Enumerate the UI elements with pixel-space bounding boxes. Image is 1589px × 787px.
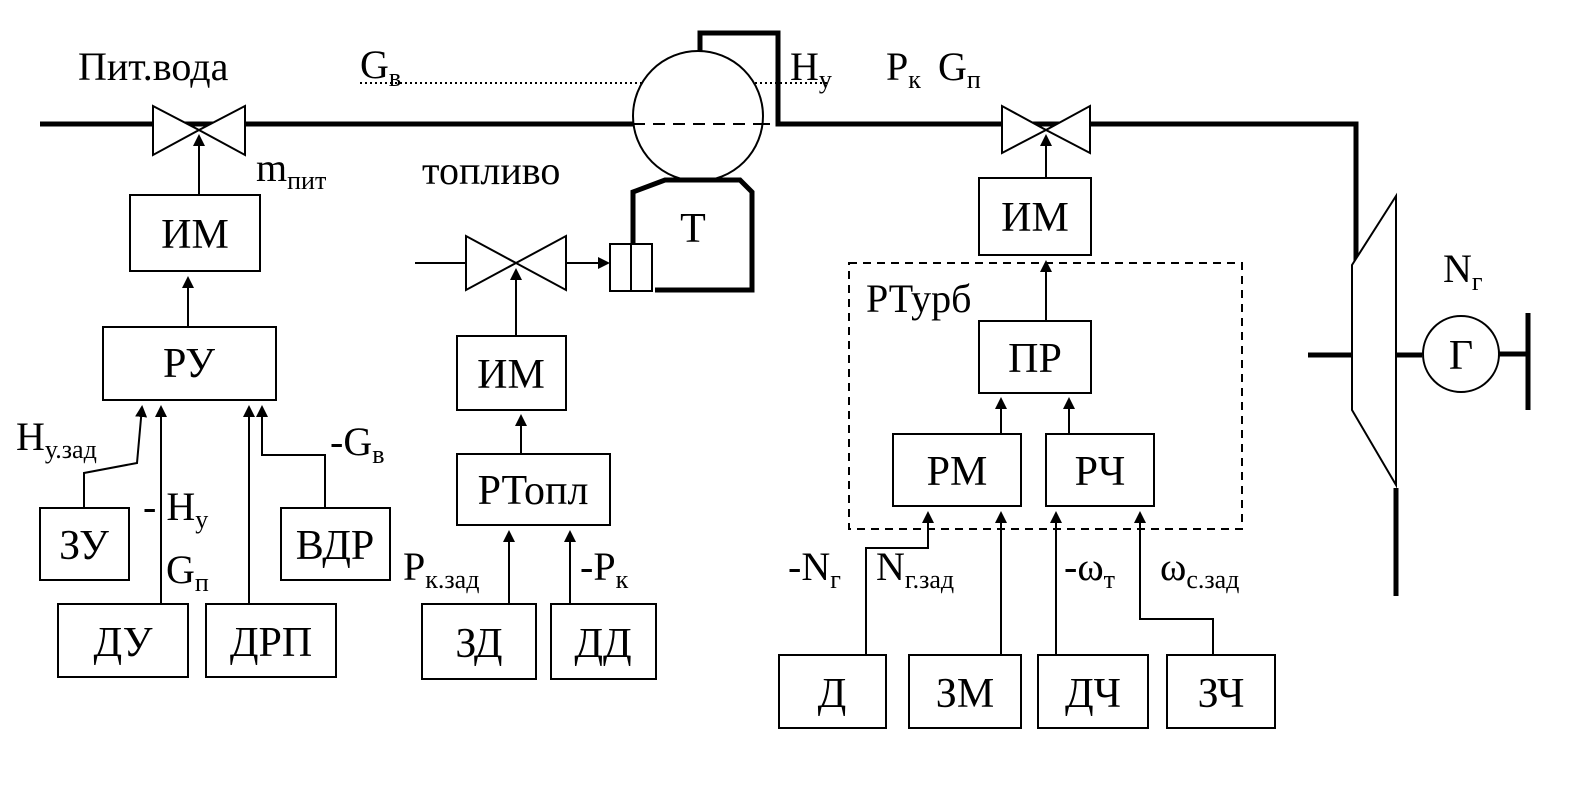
minus-gv-label: -Gв <box>330 419 385 469</box>
gv-label: Gв <box>360 42 401 92</box>
turbine-steam-valve[interactable] <box>1001 104 1091 177</box>
minus-ng-label: -Nг <box>788 544 841 594</box>
svg-text:ДРП: ДРП <box>230 620 312 666</box>
svg-text:ДЧ: ДЧ <box>1065 671 1121 717</box>
minus-hu-label: - Hу <box>143 484 208 534</box>
fuel-rtopl-box[interactable]: РТопл <box>456 453 611 526</box>
turbine-im-box[interactable]: ИМ <box>978 177 1092 256</box>
feed-ru-box[interactable]: РУ <box>102 326 277 401</box>
m-pit-label: mпит <box>256 145 326 195</box>
feed-drp-box[interactable]: ДРП <box>205 603 337 678</box>
turbine-pr-box[interactable]: ПР <box>978 320 1092 394</box>
fuel-dd-box[interactable]: ДД <box>550 603 657 680</box>
turbine-dch-box[interactable]: ДЧ <box>1037 654 1149 729</box>
fuel-im-box[interactable]: ИМ <box>456 335 567 411</box>
svg-text:РМ: РМ <box>927 449 988 495</box>
generator-label: Г <box>1449 333 1473 379</box>
svg-text:ЗД: ЗД <box>455 621 502 667</box>
svg-text:РУ: РУ <box>163 341 215 387</box>
fuel-zd-box[interactable]: ЗД <box>421 603 537 680</box>
svg-text:РЧ: РЧ <box>1075 449 1126 495</box>
svg-text:ДД: ДД <box>574 621 631 667</box>
pk-label: Pк <box>886 44 921 94</box>
feed-water-label: Пит.вода <box>78 44 229 89</box>
turbine-rm-box[interactable]: РМ <box>892 433 1022 507</box>
svg-text:ДУ: ДУ <box>94 620 153 666</box>
svg-text:ЗЧ: ЗЧ <box>1198 671 1245 717</box>
svg-text:ЗМ: ЗМ <box>936 671 994 717</box>
svg-text:ИМ: ИМ <box>477 352 545 398</box>
feed-du-box[interactable]: ДУ <box>57 603 189 678</box>
hu-label: Hу <box>790 44 832 94</box>
rturb-label: РТурб <box>866 276 972 321</box>
turbine <box>1308 192 1422 596</box>
fuel-links <box>503 530 576 604</box>
svg-text:РТопл: РТопл <box>478 468 589 514</box>
svg-text:ЗУ: ЗУ <box>59 523 109 569</box>
turbine-links <box>865 511 1214 655</box>
minus-pk-label: -Pк <box>580 544 629 594</box>
svg-text:Д: Д <box>818 671 847 717</box>
fuel-label: топливо <box>422 148 560 193</box>
svg-text:ВДР: ВДР <box>296 523 374 569</box>
minus-wt-label: -ωт <box>1064 544 1115 594</box>
hu-zad-label: Hу.зад <box>16 414 97 464</box>
turbine-d-box[interactable]: Д <box>778 654 887 729</box>
turbine-rch-box[interactable]: РЧ <box>1045 433 1155 507</box>
svg-text:ПР: ПР <box>1008 336 1062 382</box>
gp-feed-label: Gп <box>166 547 209 597</box>
feed-im-box[interactable]: ИМ <box>129 194 261 272</box>
feed-links <box>83 405 326 604</box>
feed-zu-box[interactable]: ЗУ <box>39 507 130 581</box>
fuel-valve[interactable] <box>415 234 610 335</box>
turbine-zch-box[interactable]: ЗЧ <box>1166 654 1276 729</box>
feed-water-valve[interactable] <box>152 104 246 194</box>
feed-vdr-box[interactable]: ВДР <box>280 507 391 581</box>
ng-label: Nг <box>1443 246 1483 296</box>
boiler: Т <box>609 50 764 293</box>
ng-zad-label: Nг.зад <box>876 544 954 594</box>
svg-text:ИМ: ИМ <box>1001 195 1069 241</box>
wc-zad-label: ωс.зад <box>1160 544 1239 594</box>
gp-label: Gп <box>938 44 981 94</box>
turbine-zm-box[interactable]: ЗМ <box>908 654 1022 729</box>
generator: Г <box>1422 313 1531 410</box>
furnace-label: Т <box>680 206 706 252</box>
svg-text:ИМ: ИМ <box>161 212 229 258</box>
pk-zad-label: Pк.зад <box>403 544 479 594</box>
